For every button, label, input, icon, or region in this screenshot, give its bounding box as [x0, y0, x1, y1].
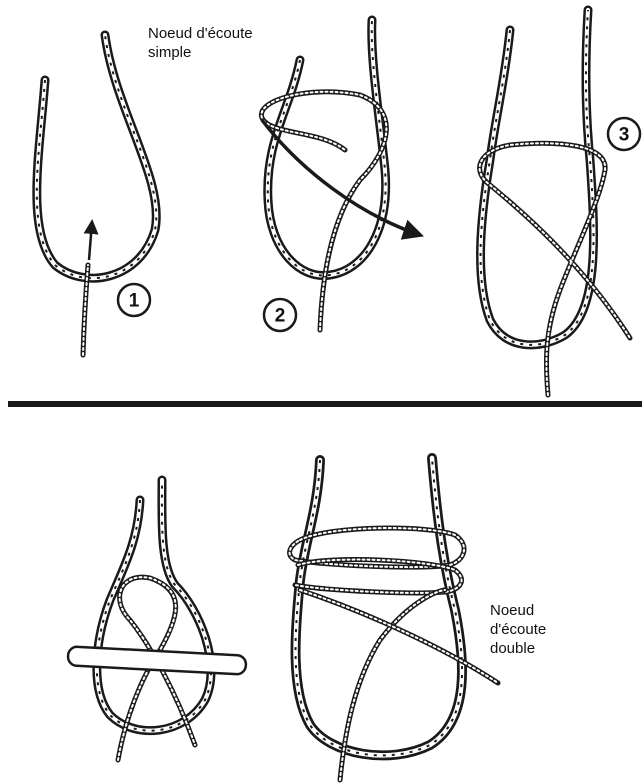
simple-label-line2: simple — [148, 44, 191, 61]
double-bend-figure — [290, 458, 498, 780]
step3-figure — [480, 10, 630, 395]
toggle-bend-figure — [68, 480, 247, 760]
simple-label-line1: Noeud d'écoute — [148, 25, 253, 42]
step2-badge: 2 — [264, 299, 296, 331]
arrow-icon — [89, 222, 92, 260]
step2-figure — [261, 20, 420, 330]
step3-badge: 3 — [608, 118, 640, 150]
svg-text:3: 3 — [619, 125, 630, 146]
step1-badge: 1 — [118, 284, 150, 316]
double-label-line3: double — [490, 640, 535, 657]
svg-text:1: 1 — [129, 291, 140, 312]
svg-text:2: 2 — [275, 306, 286, 327]
double-label-line2: d'écoute — [490, 621, 546, 638]
double-label-line1: Noeud — [490, 602, 534, 619]
divider-line — [8, 401, 642, 407]
